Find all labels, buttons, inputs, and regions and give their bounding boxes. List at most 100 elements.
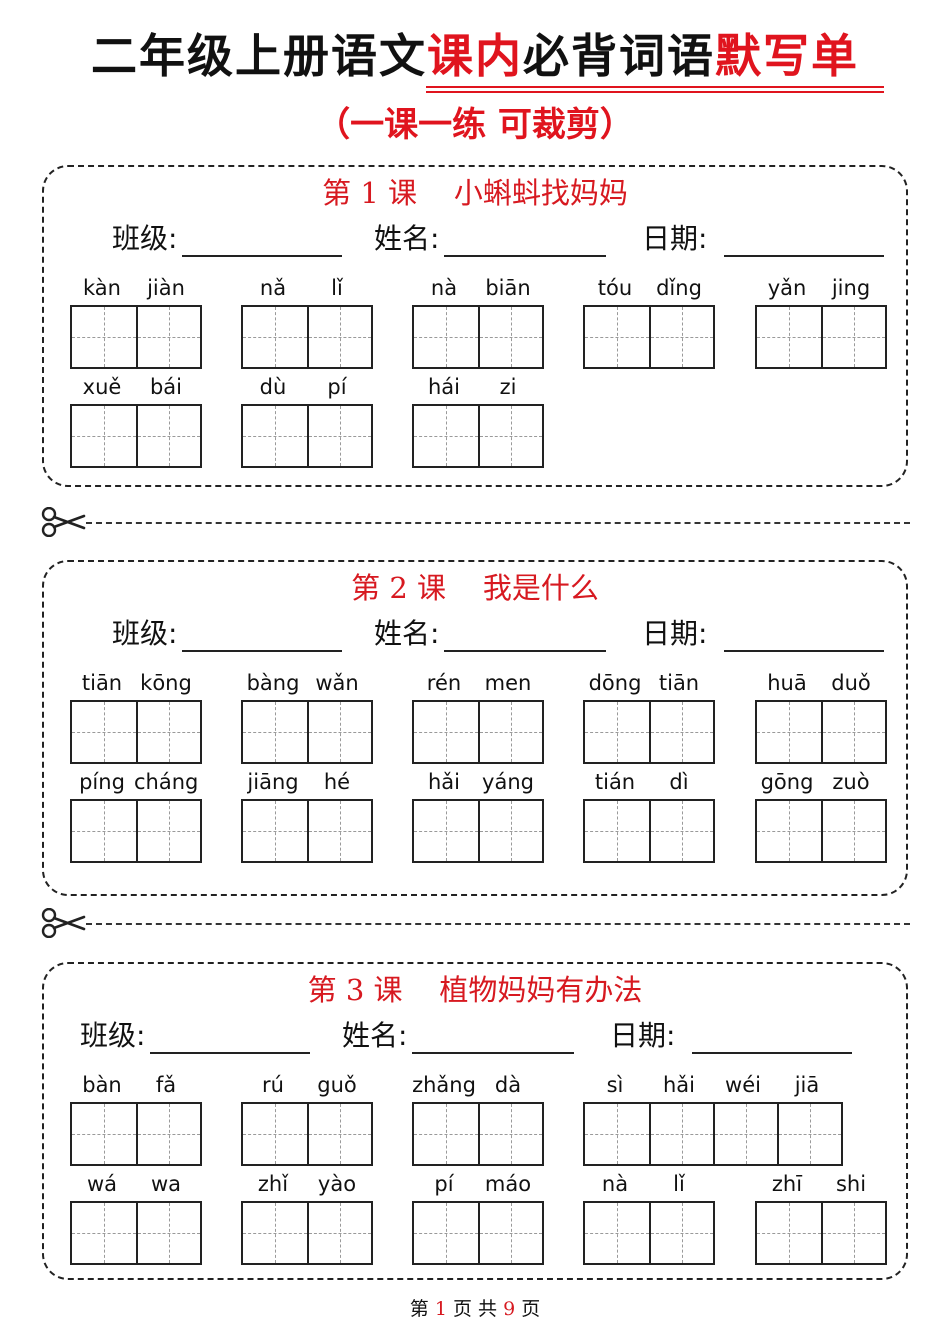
writing-cell[interactable] <box>307 1203 371 1263</box>
writing-cell[interactable] <box>478 702 542 762</box>
writing-cell[interactable] <box>414 801 478 861</box>
writing-cell[interactable] <box>649 801 713 861</box>
name-field-blank[interactable] <box>444 650 606 652</box>
pinyin-label: hái <box>427 375 460 399</box>
writing-cell[interactable] <box>72 702 136 762</box>
cut-line <box>40 507 910 537</box>
writing-grid <box>583 799 715 863</box>
pinyin-label: shi <box>835 1172 867 1196</box>
writing-cell[interactable] <box>414 1203 478 1263</box>
student-info-row: 班级:姓名:日期: <box>44 219 906 259</box>
writing-cell[interactable] <box>414 1104 478 1164</box>
date-field-blank[interactable] <box>724 650 884 652</box>
title-part-2: 课内 <box>427 29 523 83</box>
class-field-blank[interactable] <box>150 1052 310 1054</box>
writing-grid <box>241 1201 373 1265</box>
writing-cell[interactable] <box>136 406 200 466</box>
writing-cell[interactable] <box>478 801 542 861</box>
writing-cell[interactable] <box>414 406 478 466</box>
footer-prefix: 第 <box>409 1298 435 1320</box>
writing-cell[interactable] <box>757 1203 821 1263</box>
writing-cell[interactable] <box>757 801 821 861</box>
writing-cell[interactable] <box>478 1104 542 1164</box>
scissors-icon <box>41 908 86 938</box>
writing-cell[interactable] <box>307 702 371 762</box>
pinyin-label: pí <box>327 375 347 399</box>
writing-cell[interactable] <box>649 702 713 762</box>
footer-suffix: 页 <box>515 1298 541 1320</box>
name-field-blank[interactable] <box>444 255 606 257</box>
writing-cell[interactable] <box>136 1203 200 1263</box>
writing-cell[interactable] <box>585 307 649 367</box>
writing-cell[interactable] <box>243 406 307 466</box>
writing-grid <box>583 1201 715 1265</box>
class-field-blank[interactable] <box>182 255 342 257</box>
writing-cell[interactable] <box>585 702 649 762</box>
pinyin-label: yǎn <box>767 276 807 300</box>
pinyin-label: tiān <box>81 671 123 695</box>
pinyin-label: biān <box>485 276 531 300</box>
title-underline-2 <box>426 91 884 93</box>
date-field-blank[interactable] <box>692 1052 852 1054</box>
pinyin-label: tóu <box>597 276 633 300</box>
writing-cell[interactable] <box>585 1203 649 1263</box>
writing-cell[interactable] <box>777 1104 841 1164</box>
writing-cell[interactable] <box>307 406 371 466</box>
date-field-blank[interactable] <box>724 255 884 257</box>
writing-cell[interactable] <box>307 1104 371 1164</box>
footer-middle: 页 共 <box>446 1298 504 1320</box>
writing-cell[interactable] <box>136 1104 200 1164</box>
pinyin-label: hǎi <box>662 1073 695 1097</box>
student-info-row: 班级:姓名:日期: <box>44 1016 906 1056</box>
pinyin-label: lǐ <box>673 1172 685 1196</box>
writing-cell[interactable] <box>757 307 821 367</box>
writing-cell[interactable] <box>649 307 713 367</box>
writing-cell[interactable] <box>136 801 200 861</box>
writing-cell[interactable] <box>307 801 371 861</box>
pinyin-label: dǐng <box>656 276 702 300</box>
writing-cell[interactable] <box>72 1203 136 1263</box>
writing-cell[interactable] <box>72 1104 136 1164</box>
writing-grid <box>755 700 887 764</box>
writing-cell[interactable] <box>478 307 542 367</box>
writing-cell[interactable] <box>136 307 200 367</box>
writing-grid <box>755 305 887 369</box>
writing-cell[interactable] <box>243 1203 307 1263</box>
writing-cell[interactable] <box>585 1104 649 1164</box>
writing-cell[interactable] <box>478 406 542 466</box>
writing-cell[interactable] <box>72 307 136 367</box>
writing-cell[interactable] <box>243 702 307 762</box>
writing-cell[interactable] <box>136 702 200 762</box>
writing-cell[interactable] <box>821 702 885 762</box>
writing-cell[interactable] <box>243 307 307 367</box>
writing-cell[interactable] <box>307 307 371 367</box>
writing-cell[interactable] <box>649 1104 713 1164</box>
writing-cell[interactable] <box>414 307 478 367</box>
writing-cell[interactable] <box>414 702 478 762</box>
writing-grid <box>70 799 202 863</box>
writing-cell[interactable] <box>243 1104 307 1164</box>
class-field-blank[interactable] <box>182 650 342 652</box>
writing-cell[interactable] <box>821 801 885 861</box>
writing-cell[interactable] <box>72 801 136 861</box>
writing-cell[interactable] <box>243 801 307 861</box>
writing-grid <box>70 305 202 369</box>
writing-cell[interactable] <box>757 702 821 762</box>
pinyin-label: kōng <box>140 671 192 695</box>
writing-cell[interactable] <box>585 801 649 861</box>
name-field-blank[interactable] <box>412 1052 574 1054</box>
writing-grid <box>70 700 202 764</box>
writing-cell[interactable] <box>713 1104 777 1164</box>
writing-cell[interactable] <box>649 1203 713 1263</box>
writing-cell[interactable] <box>478 1203 542 1263</box>
scissors-icon <box>41 507 86 537</box>
writing-cell[interactable] <box>821 307 885 367</box>
writing-cell[interactable] <box>821 1203 885 1263</box>
writing-cell[interactable] <box>72 406 136 466</box>
